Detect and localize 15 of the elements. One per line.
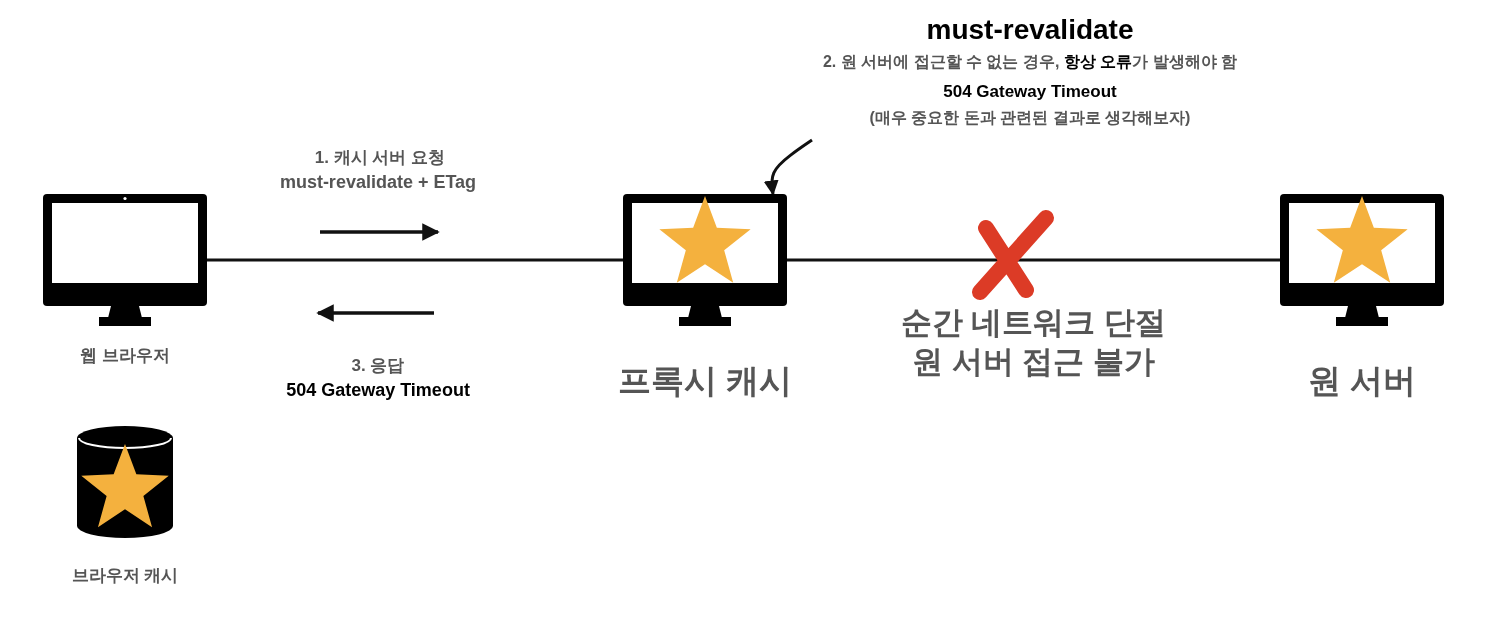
message-label: 3. 응답 [350,355,406,377]
connector-line [787,258,1280,262]
callout-text-line: 504 Gateway Timeout [942,82,1118,102]
node-label: 웹 브라우저 [79,345,171,367]
node-label: 프록시 캐시 [616,361,794,401]
message-label: 1. 캐시 서버 요청 [313,147,447,169]
node-label: 브라우저 캐시 [70,565,180,587]
leader-arrow [763,138,813,196]
connector-line [207,258,623,262]
message-label: 504 Gateway Timeout [285,380,471,401]
callout-text-line: (매우 중요한 돈과 관련된 결과로 생각해보자) [868,108,1192,128]
node-label: 원 서버 [1306,361,1418,401]
callout-text-line: 2. 원 서버에 접근할 수 없는 경우, 항상 오류가 발생해야 함 [821,52,1239,72]
message-label: must-revalidate + ETag [278,172,478,193]
callout-heading: must-revalidate [925,14,1135,46]
